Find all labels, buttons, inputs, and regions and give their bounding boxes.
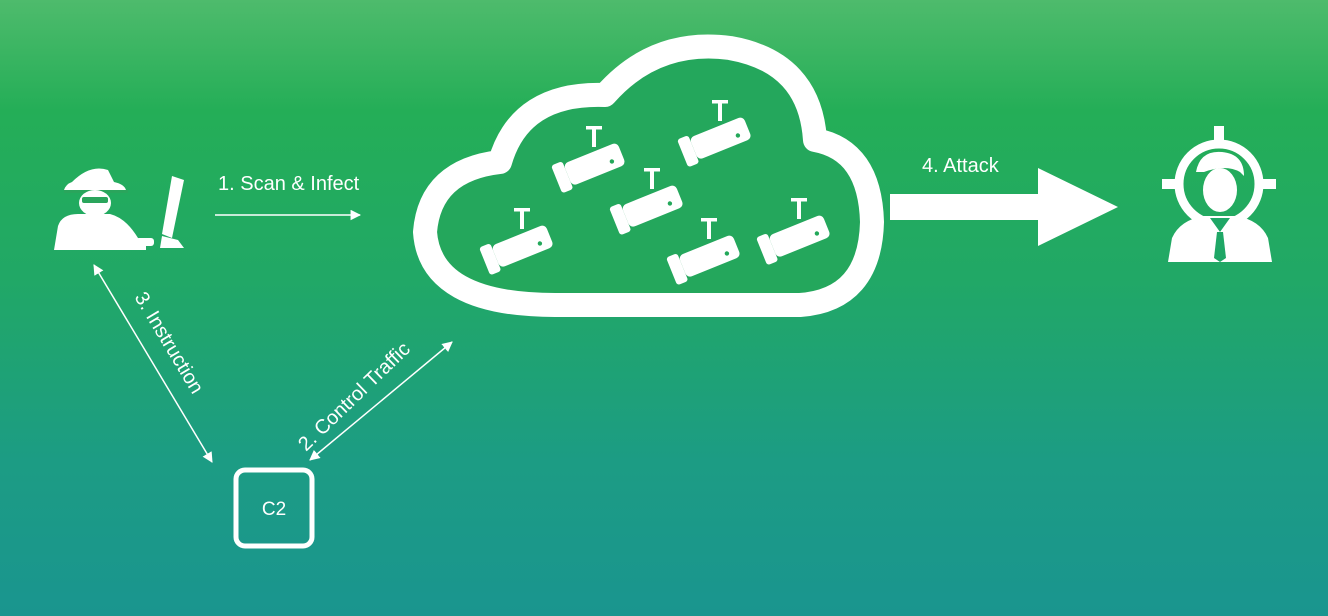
hacker-at-computer-icon — [54, 168, 184, 250]
control-traffic-arrow — [309, 341, 453, 461]
attack-arrow — [890, 168, 1118, 246]
c2-node — [233, 467, 315, 549]
instruction-arrow — [93, 264, 213, 463]
attack-label: 4. Attack — [922, 155, 1000, 177]
scan-infect-label: 1. Scan & Infect — [218, 173, 360, 195]
c2-label: C2 — [262, 499, 286, 520]
control-traffic-label: 2. Control Traffic — [294, 338, 415, 455]
targeted-person-icon — [1162, 126, 1276, 262]
